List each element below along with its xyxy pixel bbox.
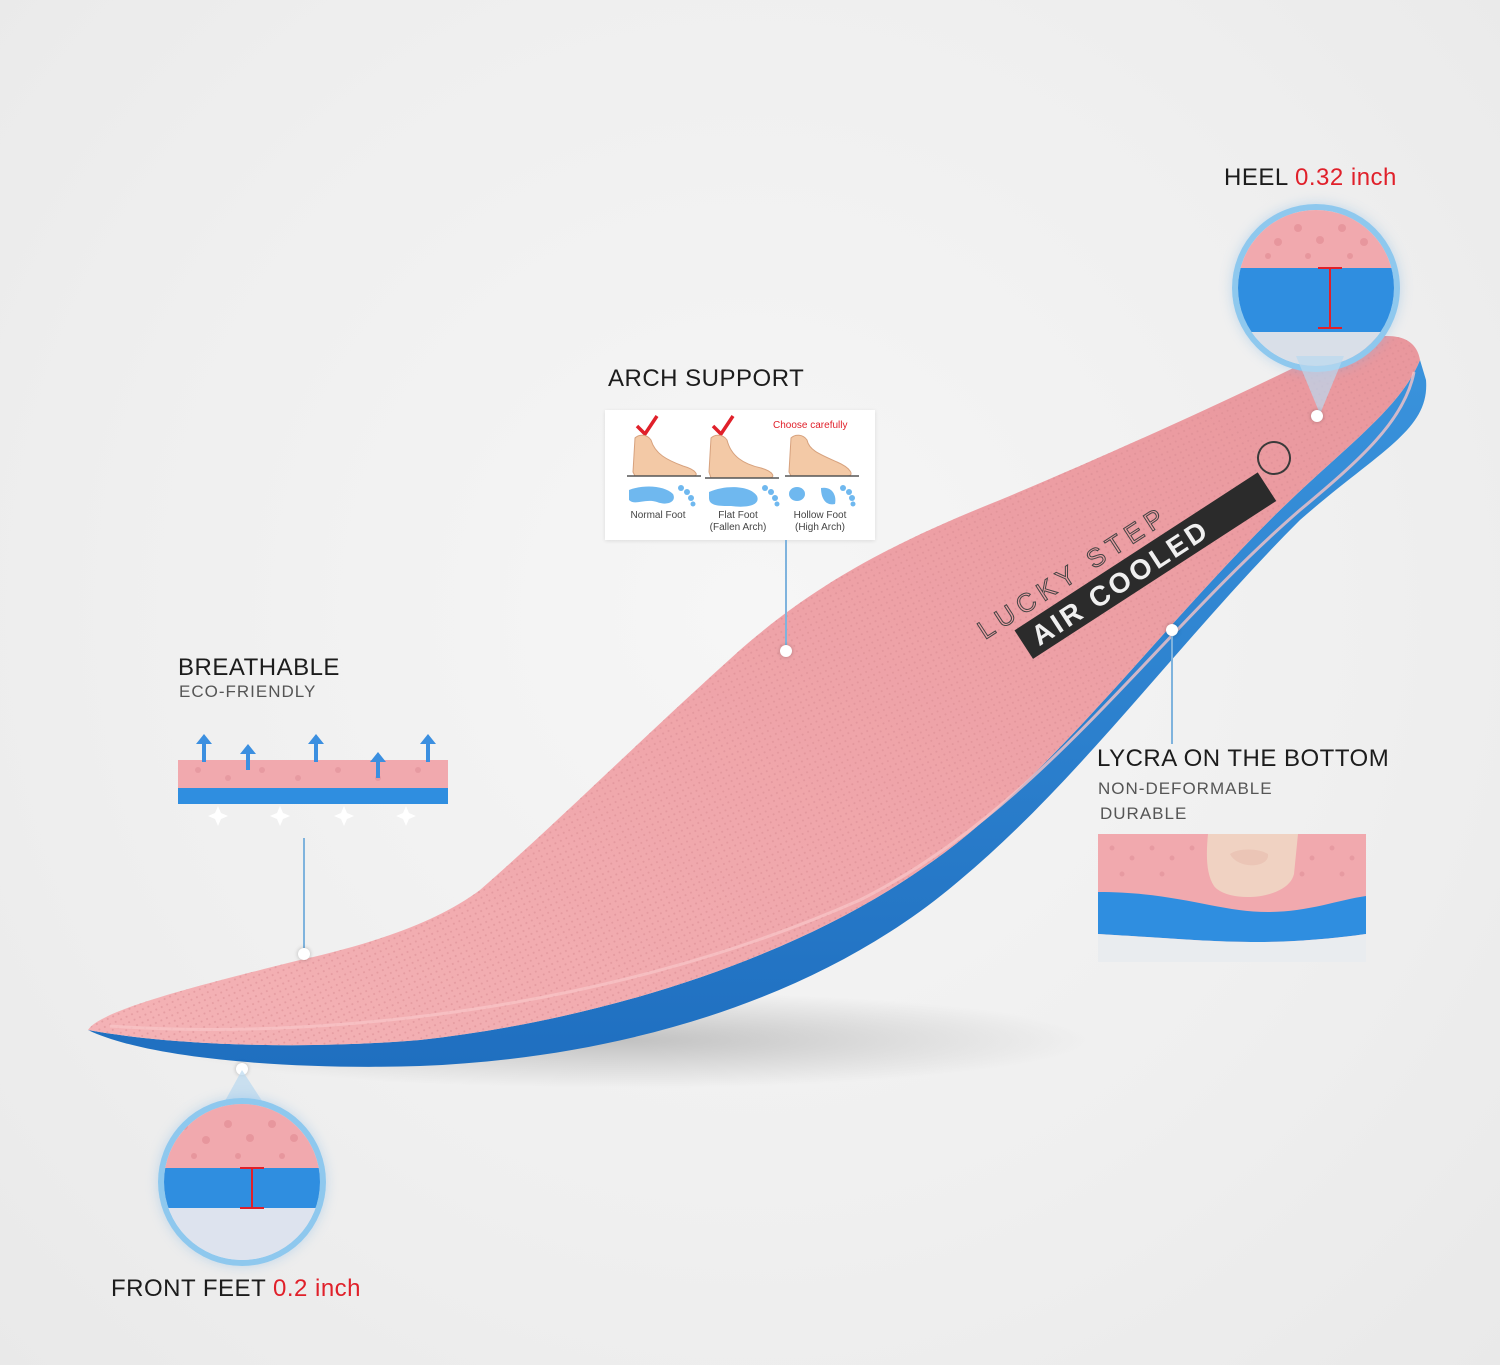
heel-label: HEEL 0.32 inch bbox=[1224, 164, 1397, 192]
breathable-leader-line bbox=[303, 838, 305, 948]
airflow-arrow-icons bbox=[196, 734, 436, 778]
choose-carefully-note: Choose carefully bbox=[773, 420, 848, 431]
hollow-foot-side-icon bbox=[788, 434, 852, 477]
sparkle-icons bbox=[208, 806, 416, 826]
foot-illustrations bbox=[627, 415, 859, 507]
breathable-layer-diagram bbox=[178, 730, 448, 830]
flat-foot-check-icon bbox=[711, 415, 735, 437]
lycra-title: LYCRA ON THE BOTTOM bbox=[1097, 745, 1390, 772]
breathable-subtitle: ECO-FRIENDLY bbox=[179, 682, 317, 701]
heel-callout-dot bbox=[1311, 410, 1323, 422]
lycra-line1: NON-DEFORMABLE bbox=[1098, 779, 1273, 798]
heel-thickness-magnifier bbox=[1232, 204, 1400, 372]
normal-foot-check-icon bbox=[635, 415, 659, 437]
normal-footprint-icon bbox=[629, 486, 674, 504]
lycra-line2: DURABLE bbox=[1100, 804, 1188, 823]
arch-callout-dot bbox=[780, 645, 792, 657]
front-cross-section bbox=[164, 1104, 320, 1260]
normal-foot-side-icon bbox=[632, 434, 697, 477]
normal-foot-caption: Normal Foot bbox=[630, 510, 686, 521]
lycra-callout-dot bbox=[1166, 624, 1178, 636]
flat-foot-side-icon bbox=[708, 434, 774, 479]
flat-footprint-icon bbox=[709, 487, 758, 507]
finger-press-icon bbox=[1206, 834, 1298, 898]
front-feet-thickness-value: 0.2 inch bbox=[272, 1275, 362, 1302]
front-callout-dot bbox=[236, 1063, 248, 1075]
front-feet-title: FRONT FEET bbox=[111, 1275, 266, 1302]
arch-leader-line bbox=[785, 540, 787, 648]
arch-type-card: Choose carefully Normal Foot Flat Foot (… bbox=[605, 410, 875, 540]
lycra-leader-line bbox=[1171, 636, 1173, 744]
front-feet-label: FRONT FEET 0.2 inch bbox=[111, 1275, 361, 1303]
hollow-footprint-icon bbox=[789, 487, 805, 501]
heel-pointer bbox=[1296, 356, 1344, 414]
insole-model-badge bbox=[1014, 472, 1277, 659]
heel-logo-mark bbox=[1257, 440, 1291, 475]
heel-title: HEEL bbox=[1224, 164, 1288, 191]
heel-thickness-value: 0.32 inch bbox=[1294, 164, 1397, 191]
breathable-title: BREATHABLE bbox=[178, 654, 340, 681]
heel-cross-section bbox=[1238, 210, 1394, 366]
arch-support-title: ARCH SUPPORT bbox=[608, 365, 805, 392]
lycra-press-photo bbox=[1098, 834, 1366, 962]
hollow-foot-caption: Hollow Foot (High Arch) bbox=[793, 510, 847, 533]
front-thickness-magnifier bbox=[158, 1098, 326, 1266]
breathable-callout-dot bbox=[298, 948, 310, 960]
flat-foot-caption: Flat Foot (Fallen Arch) bbox=[709, 510, 767, 533]
